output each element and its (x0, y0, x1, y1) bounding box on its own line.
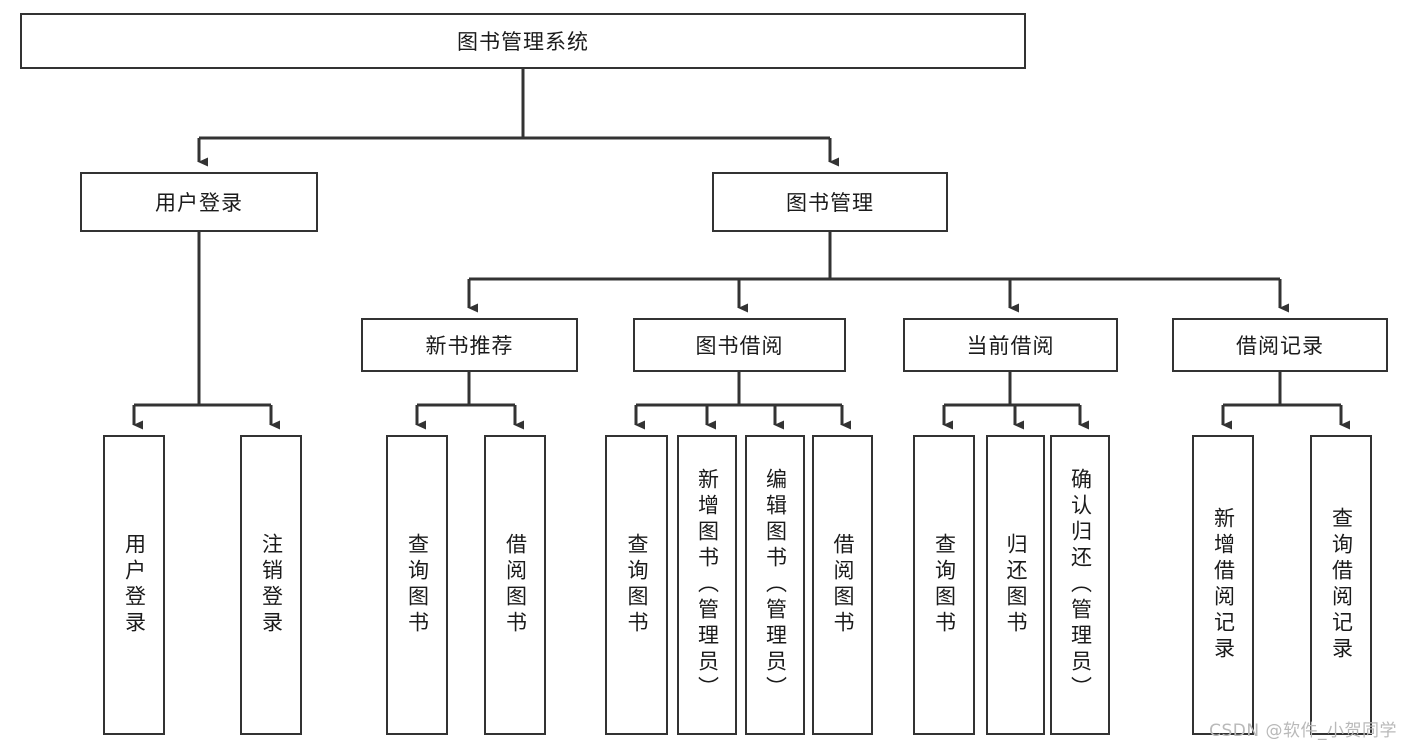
node-user-login-label: 用户登录 (155, 191, 243, 215)
node-leaf-user-login-label: 用户登录 (122, 533, 147, 637)
node-leaf-return-book[interactable]: 归还图书 (986, 435, 1045, 735)
node-leaf-edit-book-admin-label: 编辑图书（管理员） (763, 468, 788, 702)
node-root-label: 图书管理系统 (457, 30, 589, 54)
node-current-borrow-label: 当前借阅 (966, 334, 1055, 358)
node-leaf-query-borrow-record-label: 查询借阅记录 (1329, 507, 1354, 663)
edge-bookmanage-to-level3 (467, 232, 1289, 313)
node-leaf-add-borrow-record[interactable]: 新增借阅记录 (1192, 435, 1254, 735)
node-book-manage-label: 图书管理 (786, 191, 874, 215)
edge-borrowrecord-to-leaves (1221, 372, 1350, 430)
node-leaf-user-logout-label: 注销登录 (259, 533, 284, 637)
node-leaf-user-login[interactable]: 用户登录 (103, 435, 165, 735)
edge-newbook-to-leaves (415, 372, 524, 430)
node-leaf-query-book-current-label: 查询图书 (932, 533, 957, 637)
node-leaf-return-book-label: 归还图书 (1004, 533, 1028, 637)
node-borrow-record[interactable]: 借阅记录 (1172, 318, 1388, 372)
node-user-login[interactable]: 用户登录 (80, 172, 318, 232)
node-leaf-borrow-book-recommend-label: 借阅图书 (503, 533, 528, 637)
node-root[interactable]: 图书管理系统 (20, 13, 1026, 69)
node-new-book-recommend[interactable]: 新书推荐 (361, 318, 578, 372)
edge-root-to-level2 (197, 69, 839, 167)
node-leaf-query-book-recommend[interactable]: 查询图书 (386, 435, 448, 735)
watermark: CSDN @软件_小贺同学 (1209, 721, 1397, 741)
node-leaf-edit-book-admin[interactable]: 编辑图书（管理员） (745, 435, 805, 735)
node-leaf-add-book-admin[interactable]: 新增图书（管理员） (677, 435, 737, 735)
node-leaf-user-logout[interactable]: 注销登录 (240, 435, 302, 735)
node-borrow-record-label: 借阅记录 (1236, 334, 1324, 358)
node-leaf-query-borrow-record[interactable]: 查询借阅记录 (1310, 435, 1372, 735)
node-leaf-query-book-recommend-label: 查询图书 (405, 533, 430, 637)
node-leaf-confirm-return-admin-label: 确认归还（管理员） (1068, 468, 1093, 702)
node-leaf-confirm-return-admin[interactable]: 确认归还（管理员） (1050, 435, 1110, 735)
node-leaf-add-book-admin-label: 新增图书（管理员） (695, 468, 720, 702)
node-new-book-recommend-label: 新书推荐 (425, 334, 514, 358)
edge-userlogin-to-leaves (132, 232, 280, 430)
node-book-manage[interactable]: 图书管理 (712, 172, 948, 232)
node-current-borrow[interactable]: 当前借阅 (903, 318, 1118, 372)
node-leaf-query-book-current[interactable]: 查询图书 (913, 435, 975, 735)
edge-bookborrow-to-leaves (634, 372, 851, 430)
node-leaf-borrow-book-recommend[interactable]: 借阅图书 (484, 435, 546, 735)
node-leaf-borrow-book-label: 借阅图书 (831, 533, 855, 637)
node-leaf-query-book-borrow[interactable]: 查询图书 (605, 435, 668, 735)
node-book-borrow[interactable]: 图书借阅 (633, 318, 846, 372)
node-book-borrow-label: 图书借阅 (695, 334, 784, 358)
node-leaf-borrow-book[interactable]: 借阅图书 (812, 435, 873, 735)
edge-currentborrow-to-leaves (942, 372, 1089, 430)
node-leaf-query-book-borrow-label: 查询图书 (625, 533, 649, 637)
node-leaf-add-borrow-record-label: 新增借阅记录 (1211, 507, 1236, 663)
